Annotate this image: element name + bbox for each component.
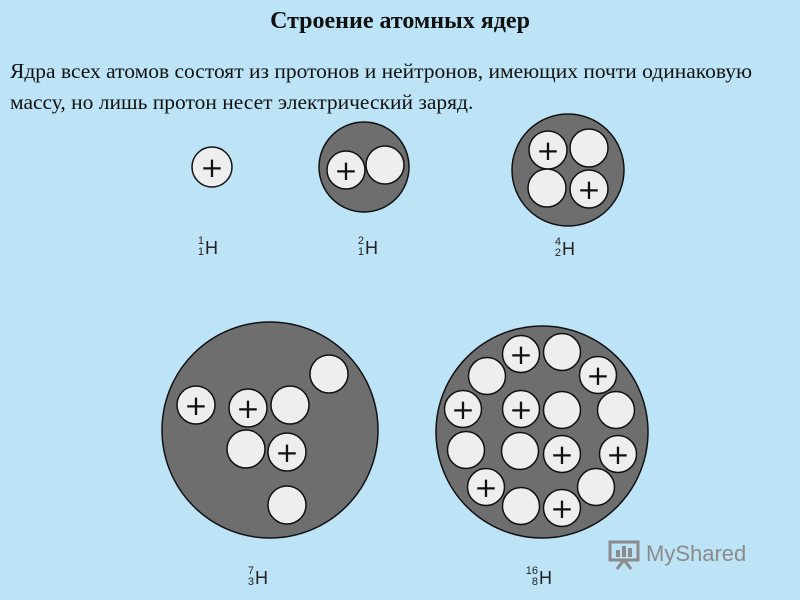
proton-sign: + xyxy=(536,134,559,167)
neutron xyxy=(544,334,581,371)
proton-sign: + xyxy=(606,438,629,471)
atomic-number: 8 xyxy=(524,577,538,588)
neutron xyxy=(544,392,581,429)
neutron xyxy=(598,392,635,429)
neutron xyxy=(268,486,306,524)
proton-sign: + xyxy=(586,359,609,392)
proton-sign: + xyxy=(509,393,532,426)
proton-sign: + xyxy=(550,492,573,525)
element-symbol: H xyxy=(365,238,378,258)
atomic-number: 3 xyxy=(240,577,254,588)
proton-sign: + xyxy=(577,173,600,206)
proton-sign: + xyxy=(275,436,298,469)
neutron xyxy=(366,146,404,184)
element-symbol: H xyxy=(539,568,552,588)
neutron xyxy=(271,386,309,424)
neutron xyxy=(448,432,485,469)
nucleus-2: + xyxy=(319,122,409,212)
element-symbol: H xyxy=(562,239,575,259)
proton-sign: + xyxy=(184,389,207,422)
neutron xyxy=(528,169,566,207)
atomic-number: 1 xyxy=(350,247,364,258)
proton-sign: + xyxy=(509,338,532,371)
nucleus-3: ++ xyxy=(512,114,624,226)
neutron xyxy=(227,430,265,468)
watermark-text: MyShared xyxy=(646,541,746,567)
atomic-number: 2 xyxy=(547,248,561,259)
nucleus-4: + + + xyxy=(162,322,378,538)
proton-sign: + xyxy=(200,151,223,184)
nucleus-body xyxy=(512,114,624,226)
neutron xyxy=(503,488,540,525)
neutron xyxy=(310,355,348,393)
element-symbol: H xyxy=(255,568,268,588)
presentation-icon xyxy=(608,540,642,570)
element-symbol: H xyxy=(205,238,218,258)
neutron xyxy=(578,469,615,506)
neutron xyxy=(570,129,608,167)
proton-sign: + xyxy=(550,438,573,471)
nucleus-1: + xyxy=(192,147,232,187)
proton-sign: + xyxy=(474,471,497,504)
proton-sign: + xyxy=(451,393,474,426)
proton-sign: + xyxy=(236,392,259,425)
nucleus-5: + + + + + + + + xyxy=(436,326,648,538)
atomic-number: 1 xyxy=(190,247,204,258)
neutron xyxy=(469,358,506,395)
neutron xyxy=(502,433,539,470)
proton-sign: + xyxy=(334,154,357,187)
